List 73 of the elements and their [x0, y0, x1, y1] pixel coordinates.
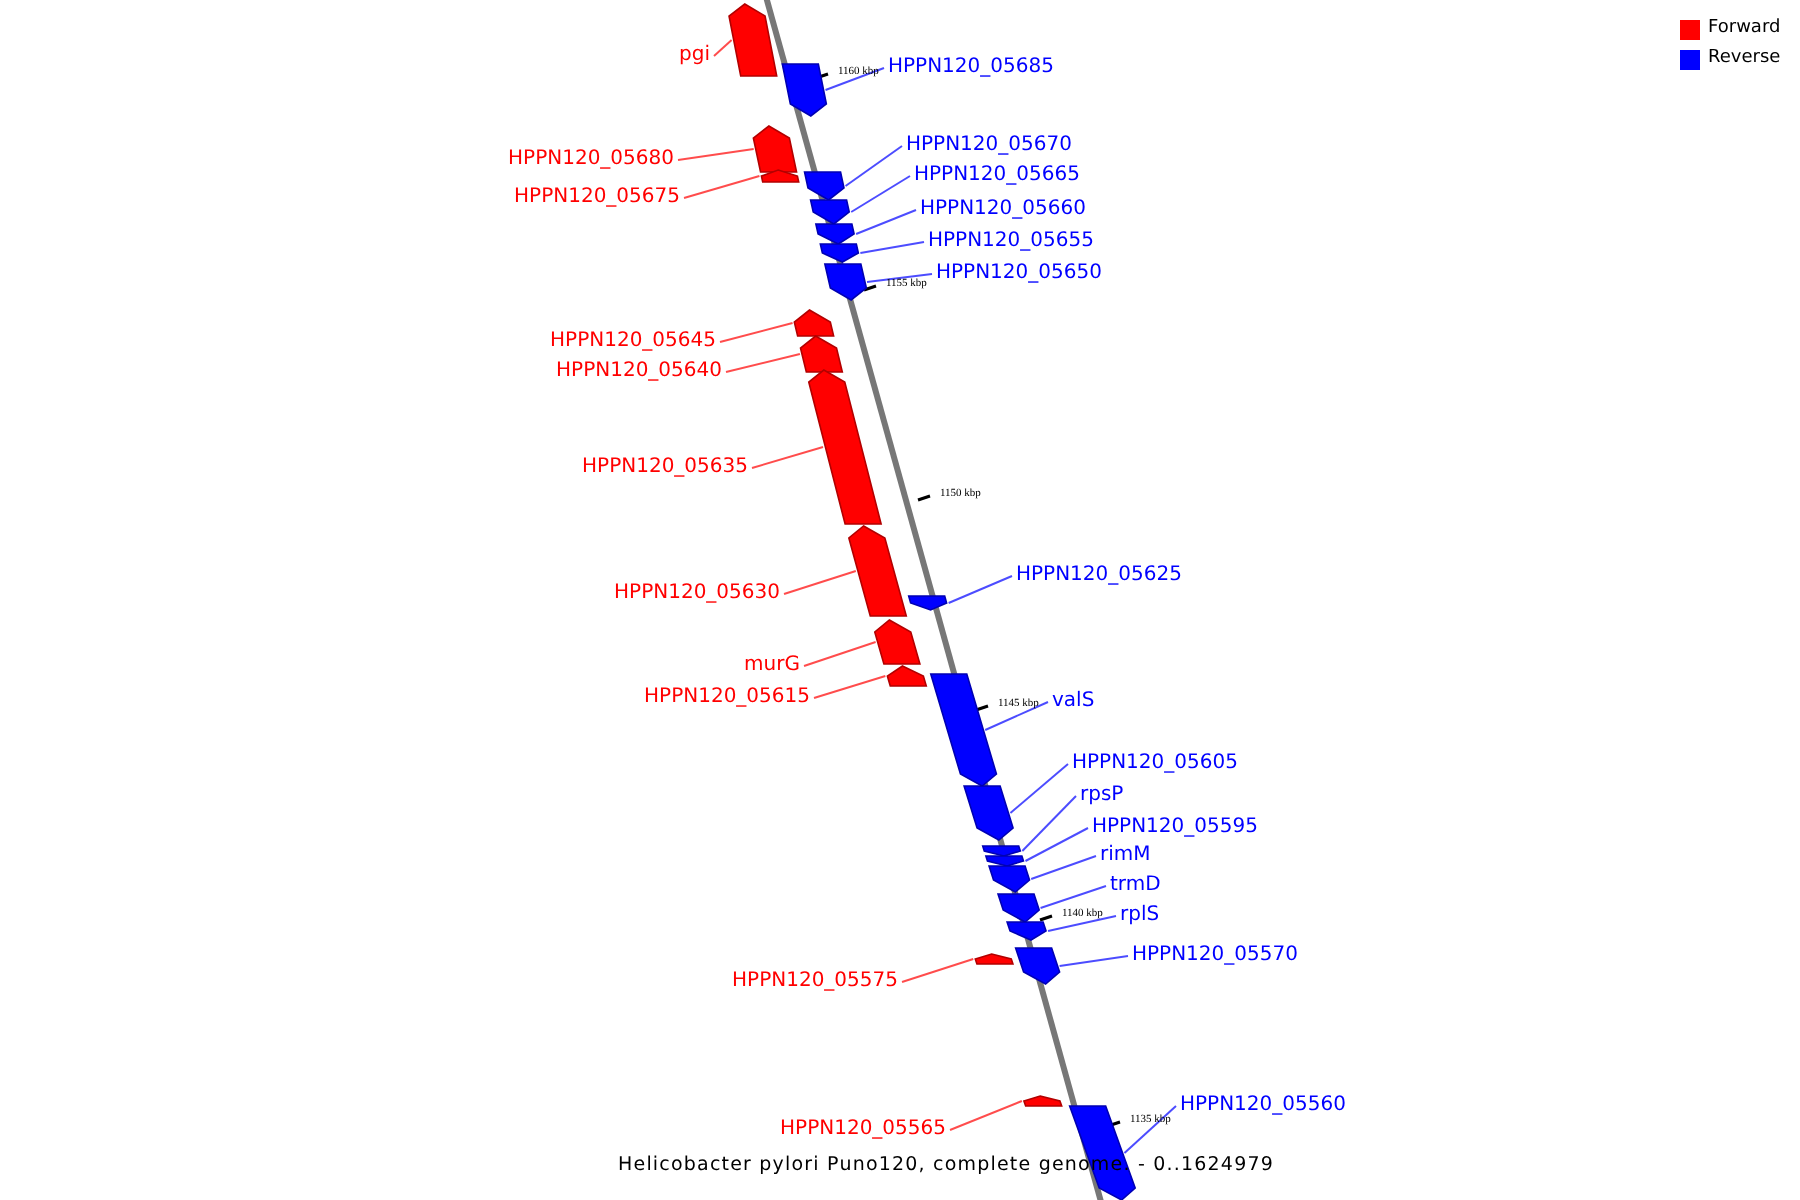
gene-label: HPPN120_05640 — [556, 360, 722, 384]
legend-label: Forward — [1708, 18, 1781, 40]
gene-block — [793, 309, 835, 337]
gene-label: HPPN120_05560 — [1180, 1094, 1346, 1118]
gene-block — [799, 335, 844, 373]
gene-label: rplS — [1120, 904, 1160, 928]
gene-label: HPPN120_05615 — [644, 686, 810, 710]
leader-line — [1047, 915, 1117, 932]
leader-line — [844, 145, 903, 187]
leader-line — [719, 322, 794, 343]
leader-line — [1021, 795, 1077, 852]
gene-block — [807, 369, 883, 525]
leader-line — [855, 209, 917, 235]
gene-block — [974, 953, 1015, 965]
gene-block — [1014, 947, 1061, 985]
gene-block — [728, 3, 778, 77]
gene-label: HPPN120_05595 — [1092, 816, 1258, 840]
leader-line — [677, 148, 755, 161]
leader-line — [949, 1100, 1023, 1131]
gene-label: HPPN120_05570 — [1132, 944, 1298, 968]
legend-label: Reverse — [1708, 48, 1781, 70]
gene-block — [1006, 921, 1047, 941]
gene-label: HPPN120_05605 — [1072, 752, 1238, 776]
leader-line — [803, 641, 877, 667]
gene-label: HPPN120_05565 — [780, 1118, 946, 1142]
leader-line — [1030, 855, 1097, 880]
gene-block — [981, 845, 1022, 857]
gene-label: HPPN120_05680 — [508, 148, 674, 172]
gene-label: murG — [744, 654, 800, 678]
gene-label: valS — [1052, 690, 1095, 714]
leader-line — [1058, 955, 1129, 967]
gene-label: HPPN120_05655 — [928, 230, 1094, 254]
leader-line — [866, 273, 933, 283]
gene-label: HPPN120_05635 — [582, 456, 748, 480]
gene-label: rimM — [1100, 844, 1151, 868]
leader-line — [901, 958, 975, 983]
gene-block — [760, 169, 800, 183]
gene-label: HPPN120_05660 — [920, 198, 1086, 222]
leader-line — [824, 67, 885, 91]
gene-block — [803, 171, 845, 201]
leader-line — [713, 39, 733, 57]
leader-line — [1039, 885, 1107, 909]
gene-label: HPPN120_05675 — [514, 186, 680, 210]
gene-block — [781, 63, 828, 117]
gene-block — [907, 595, 948, 611]
gene-label: HPPN120_05630 — [614, 582, 780, 606]
gene-label: HPPN120_05665 — [914, 164, 1080, 188]
gene-label: trmD — [1110, 874, 1161, 898]
gene-label: pgi — [679, 44, 710, 68]
gene-block — [1022, 1095, 1063, 1107]
leader-line — [1009, 763, 1069, 814]
leader-line — [751, 446, 824, 469]
leader-line — [984, 701, 1049, 731]
leader-line — [1024, 827, 1089, 862]
gene-block — [809, 199, 851, 225]
gene-label: HPPN120_05670 — [906, 134, 1072, 158]
gene-label: HPPN120_05575 — [732, 970, 898, 994]
leader-line — [813, 675, 887, 699]
gene-label: HPPN120_05645 — [550, 330, 716, 354]
gene-block — [963, 785, 1014, 841]
gene-label: HPPN120_05625 — [1016, 564, 1182, 588]
gene-block — [814, 223, 855, 245]
gene-label: HPPN120_05650 — [936, 262, 1102, 286]
gene-label: rpsP — [1080, 784, 1124, 808]
leader-line — [850, 175, 911, 213]
leader-line — [947, 575, 1013, 604]
leader-line — [683, 175, 761, 199]
leader-line — [859, 241, 925, 254]
gene-label: HPPN120_05685 — [888, 56, 1054, 80]
gene-block — [996, 893, 1041, 923]
leader-line — [783, 570, 857, 595]
leader-line — [1123, 1105, 1177, 1154]
leader-line — [725, 353, 801, 373]
